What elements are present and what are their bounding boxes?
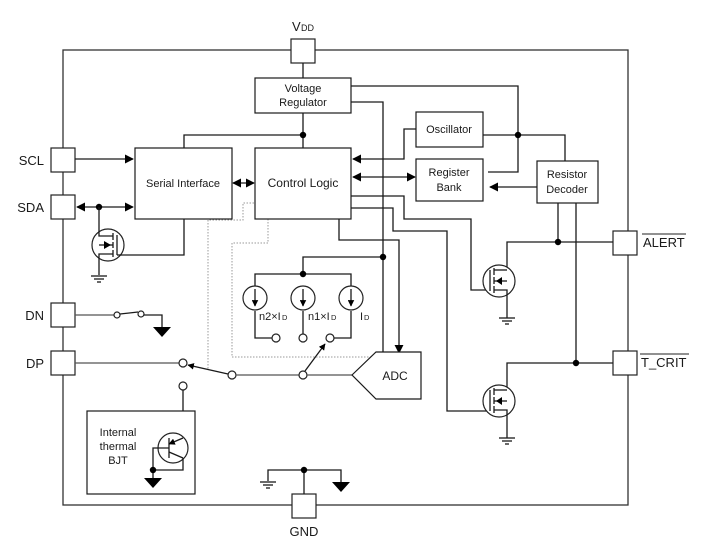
block-oscillator: Oscillator xyxy=(415,111,484,148)
nmos-tcrit-icon xyxy=(482,384,516,445)
wire-serial-fet xyxy=(122,219,185,256)
bjt-label-2: thermal xyxy=(100,441,137,453)
chip-boundary xyxy=(62,49,629,506)
block-resistor-decoder: Resistor Decoder xyxy=(536,160,599,204)
current-source-label: n2×I xyxy=(259,311,281,323)
pin-alert: ALERT xyxy=(612,230,686,256)
switch-contact xyxy=(271,333,281,343)
wire-reg-adc xyxy=(351,101,384,373)
pin-dn-label: DN xyxy=(25,308,44,323)
register-bank-label: Register xyxy=(429,167,470,179)
junction xyxy=(299,270,307,278)
current-source-label: n1×I xyxy=(308,311,330,323)
switch-contact xyxy=(178,358,188,368)
switch-contact xyxy=(298,333,308,343)
current-source-sub: D xyxy=(331,313,337,322)
pin-t-crit-label: T_CRIT xyxy=(641,355,687,370)
switch-contact xyxy=(227,370,237,380)
pin-scl-label: SCL xyxy=(19,153,44,168)
junction xyxy=(514,131,522,139)
current-source-id: I D xyxy=(338,285,370,323)
control-line-src xyxy=(231,219,398,358)
wire-src3 xyxy=(334,311,352,339)
bjt-transistor-icon xyxy=(144,432,189,488)
switch-contact xyxy=(178,381,188,391)
junction xyxy=(300,466,308,474)
pin-dp-label: DP xyxy=(26,356,44,371)
pin-dp: DP xyxy=(26,350,76,376)
voltage-regulator-label: Voltage xyxy=(285,83,322,95)
wire-control-tcrit xyxy=(351,207,488,412)
junction xyxy=(554,238,562,246)
wire-dn-gnd xyxy=(144,314,163,327)
wire-tcrit xyxy=(506,362,613,390)
wire-osc-decoder xyxy=(483,134,566,161)
control-logic-label: Control Logic xyxy=(268,176,339,190)
resistor-decoder-label-2: Decoder xyxy=(546,184,588,196)
switch-dn-lever xyxy=(119,311,139,315)
switch-contact xyxy=(113,311,121,319)
wire-osc-control xyxy=(352,128,416,164)
switch-src-lever xyxy=(304,343,326,372)
resistor-decoder-label: Resistor xyxy=(547,169,588,181)
pin-scl: SCL xyxy=(19,147,76,173)
current-source-n2: n2×I D xyxy=(242,285,288,323)
voltage-regulator-label-2: Regulator xyxy=(279,97,327,109)
switch-dp-lever xyxy=(187,363,229,375)
pin-alert-label: ALERT xyxy=(643,235,685,250)
pin-t-crit: T_CRIT xyxy=(612,350,689,376)
wire-reg-serial xyxy=(183,134,303,148)
junction xyxy=(379,253,387,261)
current-source-label: I xyxy=(360,311,363,323)
pin-vdd: V DD xyxy=(290,19,316,64)
ground-icon xyxy=(332,482,350,492)
nmos-alert-icon xyxy=(482,264,516,325)
switch-contact xyxy=(137,310,145,318)
current-source-sub: D xyxy=(364,313,370,322)
switch-contact xyxy=(325,333,335,343)
wire-reg-bank xyxy=(351,85,519,173)
pin-vdd-label: V xyxy=(292,19,301,34)
ground-icon xyxy=(260,481,276,489)
serial-interface-label: Serial Interface xyxy=(146,178,220,190)
switch-contact xyxy=(298,370,308,380)
bjt-label: Internal xyxy=(100,427,137,439)
block-serial-interface: Serial Interface xyxy=(134,147,233,220)
pin-sda-label: SDA xyxy=(17,200,44,215)
register-bank-label-2: Bank xyxy=(436,182,462,194)
adc-label: ADC xyxy=(382,369,408,383)
nmos-sda-icon xyxy=(91,228,125,283)
junction xyxy=(299,131,307,139)
block-register-bank: Register Bank xyxy=(415,158,484,202)
current-source-n1: n1×I D xyxy=(290,285,337,323)
wire-reg-sources xyxy=(302,256,383,274)
block-control-logic: Control Logic xyxy=(254,147,352,220)
pin-dn: DN xyxy=(25,302,76,328)
wire-control-adc xyxy=(338,219,404,354)
control-line-dp xyxy=(207,202,254,370)
wire-src1 xyxy=(254,311,272,339)
junction xyxy=(572,359,580,367)
oscillator-label: Oscillator xyxy=(426,124,472,136)
wire-alert xyxy=(506,241,613,270)
current-source-sub: D xyxy=(282,313,288,322)
pin-gnd-label: GND xyxy=(290,524,319,539)
bjt-label-3: BJT xyxy=(108,455,128,467)
wire-control-alert xyxy=(351,195,488,291)
block-adc: ADC xyxy=(351,351,422,400)
ground-icon xyxy=(144,478,162,488)
pin-gnd: GND xyxy=(290,493,319,539)
ground-icon xyxy=(153,327,171,337)
pin-sda: SDA xyxy=(17,194,76,220)
block-voltage-regulator: Voltage Regulator xyxy=(254,77,352,114)
pin-vdd-sub: DD xyxy=(301,23,314,33)
